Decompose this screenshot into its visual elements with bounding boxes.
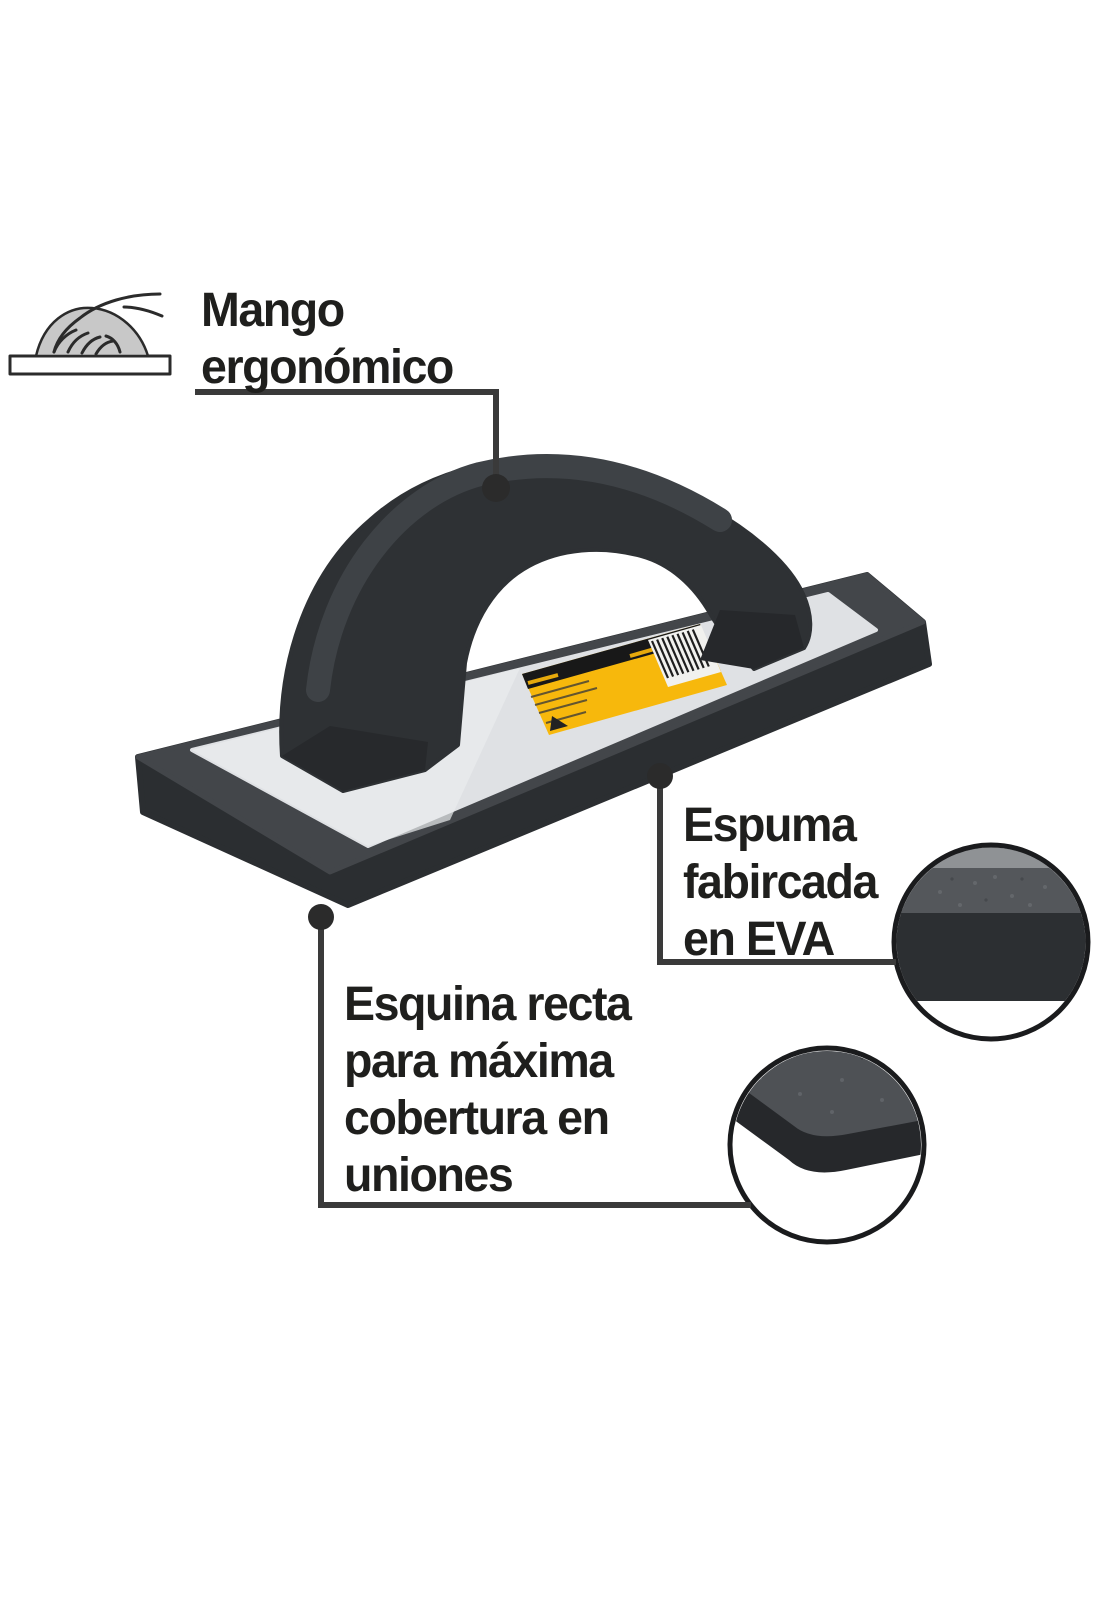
- icon-float-base: [8, 354, 172, 376]
- detail-inset-corner: [688, 1044, 948, 1262]
- annotation-line: para máxima: [344, 1035, 614, 1088]
- annotation-line: Esquina recta: [344, 978, 632, 1031]
- foam-texture-dots: [938, 875, 1047, 907]
- product-label: [522, 624, 727, 735]
- handle-body: [279, 456, 813, 793]
- annotation-line: uniones: [344, 1149, 514, 1202]
- callout-line-esquina: [318, 917, 751, 1208]
- annotation-esquina: Esquina recta para máxima cobertura en u…: [344, 976, 632, 1204]
- callout-line-espuma: [657, 776, 896, 965]
- annotation-line: Espuma: [683, 799, 857, 852]
- handle-foot-shade: [282, 726, 428, 791]
- callout-line-mango: [195, 389, 499, 476]
- inset-foam-top-highlight: [932, 847, 1050, 868]
- callout-lines: [195, 389, 896, 1208]
- handle-top-highlight: [306, 454, 732, 702]
- product-label-fine-print: [530, 680, 598, 724]
- callout-dot-mango: [482, 474, 510, 502]
- product-label-logo-mark: [550, 716, 568, 731]
- callout-dots: [308, 474, 673, 930]
- barcode-icon: [650, 629, 710, 679]
- inset-circle-outline: [891, 842, 1091, 1042]
- annotation-line: en EVA: [683, 913, 835, 966]
- annotation-mango: Mango ergonómico: [201, 282, 454, 396]
- handle-right-foot-shade: [700, 610, 804, 669]
- callout-dot-esquina: [308, 904, 334, 930]
- annotation-line: fabircada: [683, 856, 878, 909]
- annotation-espuma: Espuma fabircada en EVA: [683, 797, 878, 968]
- annotation-line: ergonómico: [201, 341, 454, 394]
- callout-dot-espuma: [647, 763, 673, 789]
- detail-inset-foam-edge: [891, 842, 1091, 1042]
- annotation-line: cobertura en: [344, 1092, 610, 1145]
- inset-circle-outline: [727, 1045, 927, 1245]
- annotation-line: Mango: [201, 284, 345, 337]
- inset-foam-edge-band: [896, 913, 1086, 1001]
- icon-hand-outline: [52, 292, 164, 356]
- float-handle: [279, 454, 813, 793]
- hand-grip-icon: [8, 292, 172, 376]
- icon-float-handle: [34, 306, 150, 358]
